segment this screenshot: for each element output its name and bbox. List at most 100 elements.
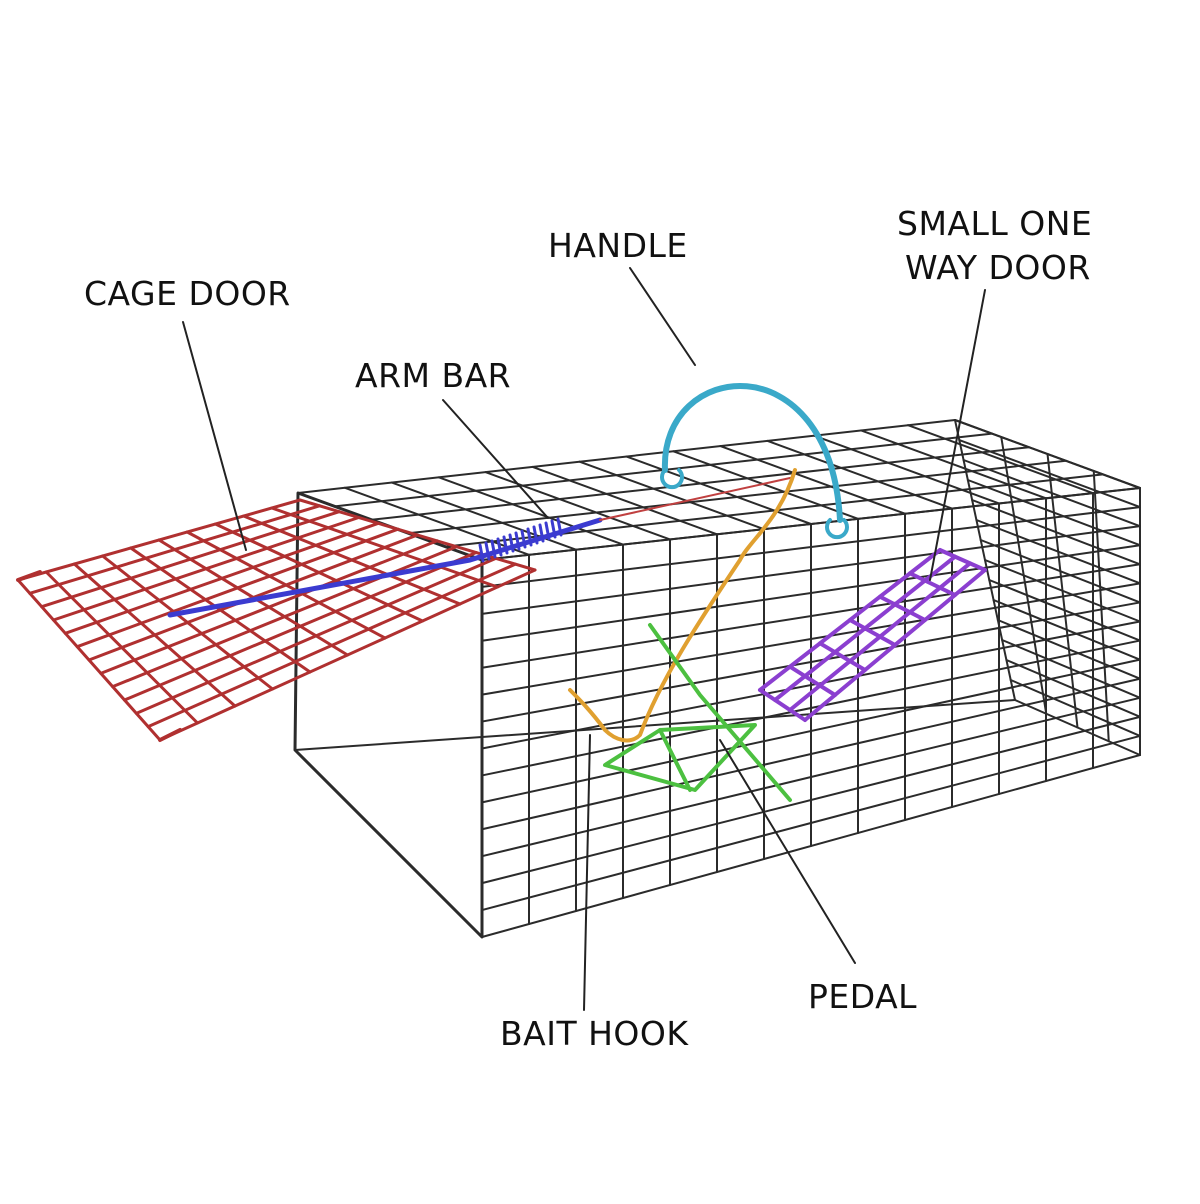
arm-bar-link (599, 477, 791, 521)
cage-door-wire-v (158, 568, 537, 742)
leader-arm-bar (442, 399, 549, 519)
leader-handle (629, 267, 696, 366)
cage-end-wire-v (975, 519, 1141, 585)
cage-door-wire-v (28, 504, 322, 595)
arm-bar-spring-coil (478, 543, 485, 563)
one-way-door-wire-v (803, 568, 987, 722)
cage-side-wire-v (481, 487, 1141, 561)
cage-body (293, 419, 1141, 939)
label-pedal: PEDAL (808, 977, 918, 1016)
one-way-door-wire-u (908, 571, 957, 597)
cage-door-wire-v (16, 498, 302, 582)
arm-bar-spring-coil (502, 535, 509, 555)
one-way-door-wire-u (788, 664, 837, 697)
cage-top-wire-u (766, 439, 953, 510)
one-way-door-wire-v (773, 554, 957, 702)
arm-bar-spring-coil (526, 527, 533, 547)
cage-side-wire-v (481, 754, 1141, 938)
cage-end-wire-v (996, 619, 1141, 680)
handle-part (660, 383, 849, 540)
label-bait-hook: BAIT HOOK (500, 1014, 689, 1053)
handle-arch (661, 383, 843, 523)
cage-door-wire-v (146, 562, 517, 729)
arm-bar-spring-coil (496, 537, 503, 557)
cage-top-wire-u (437, 476, 624, 546)
cage-end-wire-v (992, 599, 1141, 661)
cage-side-wire-v (481, 715, 1141, 885)
cage-door-wire-v (99, 539, 439, 675)
leader-lines (182, 267, 986, 1011)
cage-top-wire-u (860, 429, 1047, 500)
one-way-door-wire-u (938, 548, 987, 572)
cage-door-wire-v (123, 551, 478, 702)
cage-door-part (16, 498, 537, 742)
cage-door-wire-v (111, 545, 459, 689)
arm-bar-spring-coil (532, 525, 539, 545)
cage-end-wire-v (1005, 659, 1141, 718)
cage-side-wire-v (481, 506, 1141, 588)
cage-door-wire-v (75, 527, 400, 649)
cage-top-wire-u (719, 445, 906, 515)
one-way-door-wire-u (818, 641, 867, 672)
cage-top-wire-u (672, 450, 859, 520)
cage-opening-frame (293, 491, 484, 939)
cage-door-wire-v (40, 510, 341, 609)
arm-bar-spring-coil (484, 541, 491, 561)
label-handle: HANDLE (548, 226, 688, 265)
label-small-one-way-door-line1: SMALL ONE (897, 204, 1093, 243)
cage-floor-back-edge (294, 699, 1016, 751)
cage-end-wire-v (1009, 679, 1141, 737)
cage-end-wire-v (966, 479, 1141, 547)
bait-hook-wire (568, 468, 797, 743)
cage-end-wire-v (971, 499, 1141, 566)
cage-door-wire-v (134, 556, 498, 715)
cage-end-wire-v (958, 439, 1141, 509)
pedal-arms (648, 623, 792, 802)
small-one-way-door-part (758, 548, 987, 722)
cage-side-wire-v (481, 639, 1141, 777)
one-way-door-wire-u (758, 688, 807, 722)
bait-hook-part (568, 468, 797, 743)
arm-bar-spring-coil (514, 531, 521, 551)
label-arm-bar: ARM BAR (355, 356, 512, 395)
cage-side-wire-v (481, 696, 1141, 858)
arm-bar-spring-coil (550, 519, 557, 539)
leader-pedal (719, 739, 856, 964)
one-way-door-wire-u (848, 618, 897, 647)
arm-bar-spring-coil (538, 523, 545, 543)
cage-end-wire-v (984, 559, 1141, 623)
cage-end-wire-v (988, 579, 1141, 642)
cage-top-wire-u (907, 424, 1094, 495)
cage-side-wire-v (481, 582, 1141, 696)
cage-top-wire-u (578, 460, 765, 531)
arm-bar-spring-coil (520, 529, 527, 549)
cage-side-wire-v (481, 601, 1141, 723)
cage-side-wire-v (481, 658, 1141, 804)
cage-side-wire-v (481, 563, 1141, 669)
cage-side-wire-v (481, 544, 1141, 642)
cage-door-hooks (16, 570, 182, 742)
cage-door-wire-v (63, 521, 380, 635)
cage-end-wire-v (979, 539, 1141, 604)
arm-bar-spring-coil (490, 539, 497, 559)
one-way-door-wire-v (788, 561, 972, 712)
label-cage-door: CAGE DOOR (84, 274, 291, 313)
label-small-one-way-door-line2: WAY DOOR (905, 248, 1091, 287)
arm-bar-spring-coil (544, 521, 551, 541)
cage-side-wire-v (481, 734, 1141, 912)
cage-top-wire-u (813, 434, 1000, 505)
cage-end-wire-v (962, 459, 1141, 528)
arm-bar-part (167, 477, 791, 618)
cage-end-wire-v (1001, 639, 1141, 699)
cage-top-wire-v (297, 419, 956, 494)
cage-door-wire-v (52, 516, 361, 622)
one-way-door-wire-v (758, 548, 942, 692)
leader-small-one-way-door (929, 289, 986, 581)
pedal-part (603, 623, 792, 802)
cage-end-wire-v (1014, 699, 1141, 756)
cage-top-wire-u (531, 465, 718, 536)
arm-bar-rod (167, 517, 603, 618)
cage-side-wire-v (481, 620, 1141, 750)
